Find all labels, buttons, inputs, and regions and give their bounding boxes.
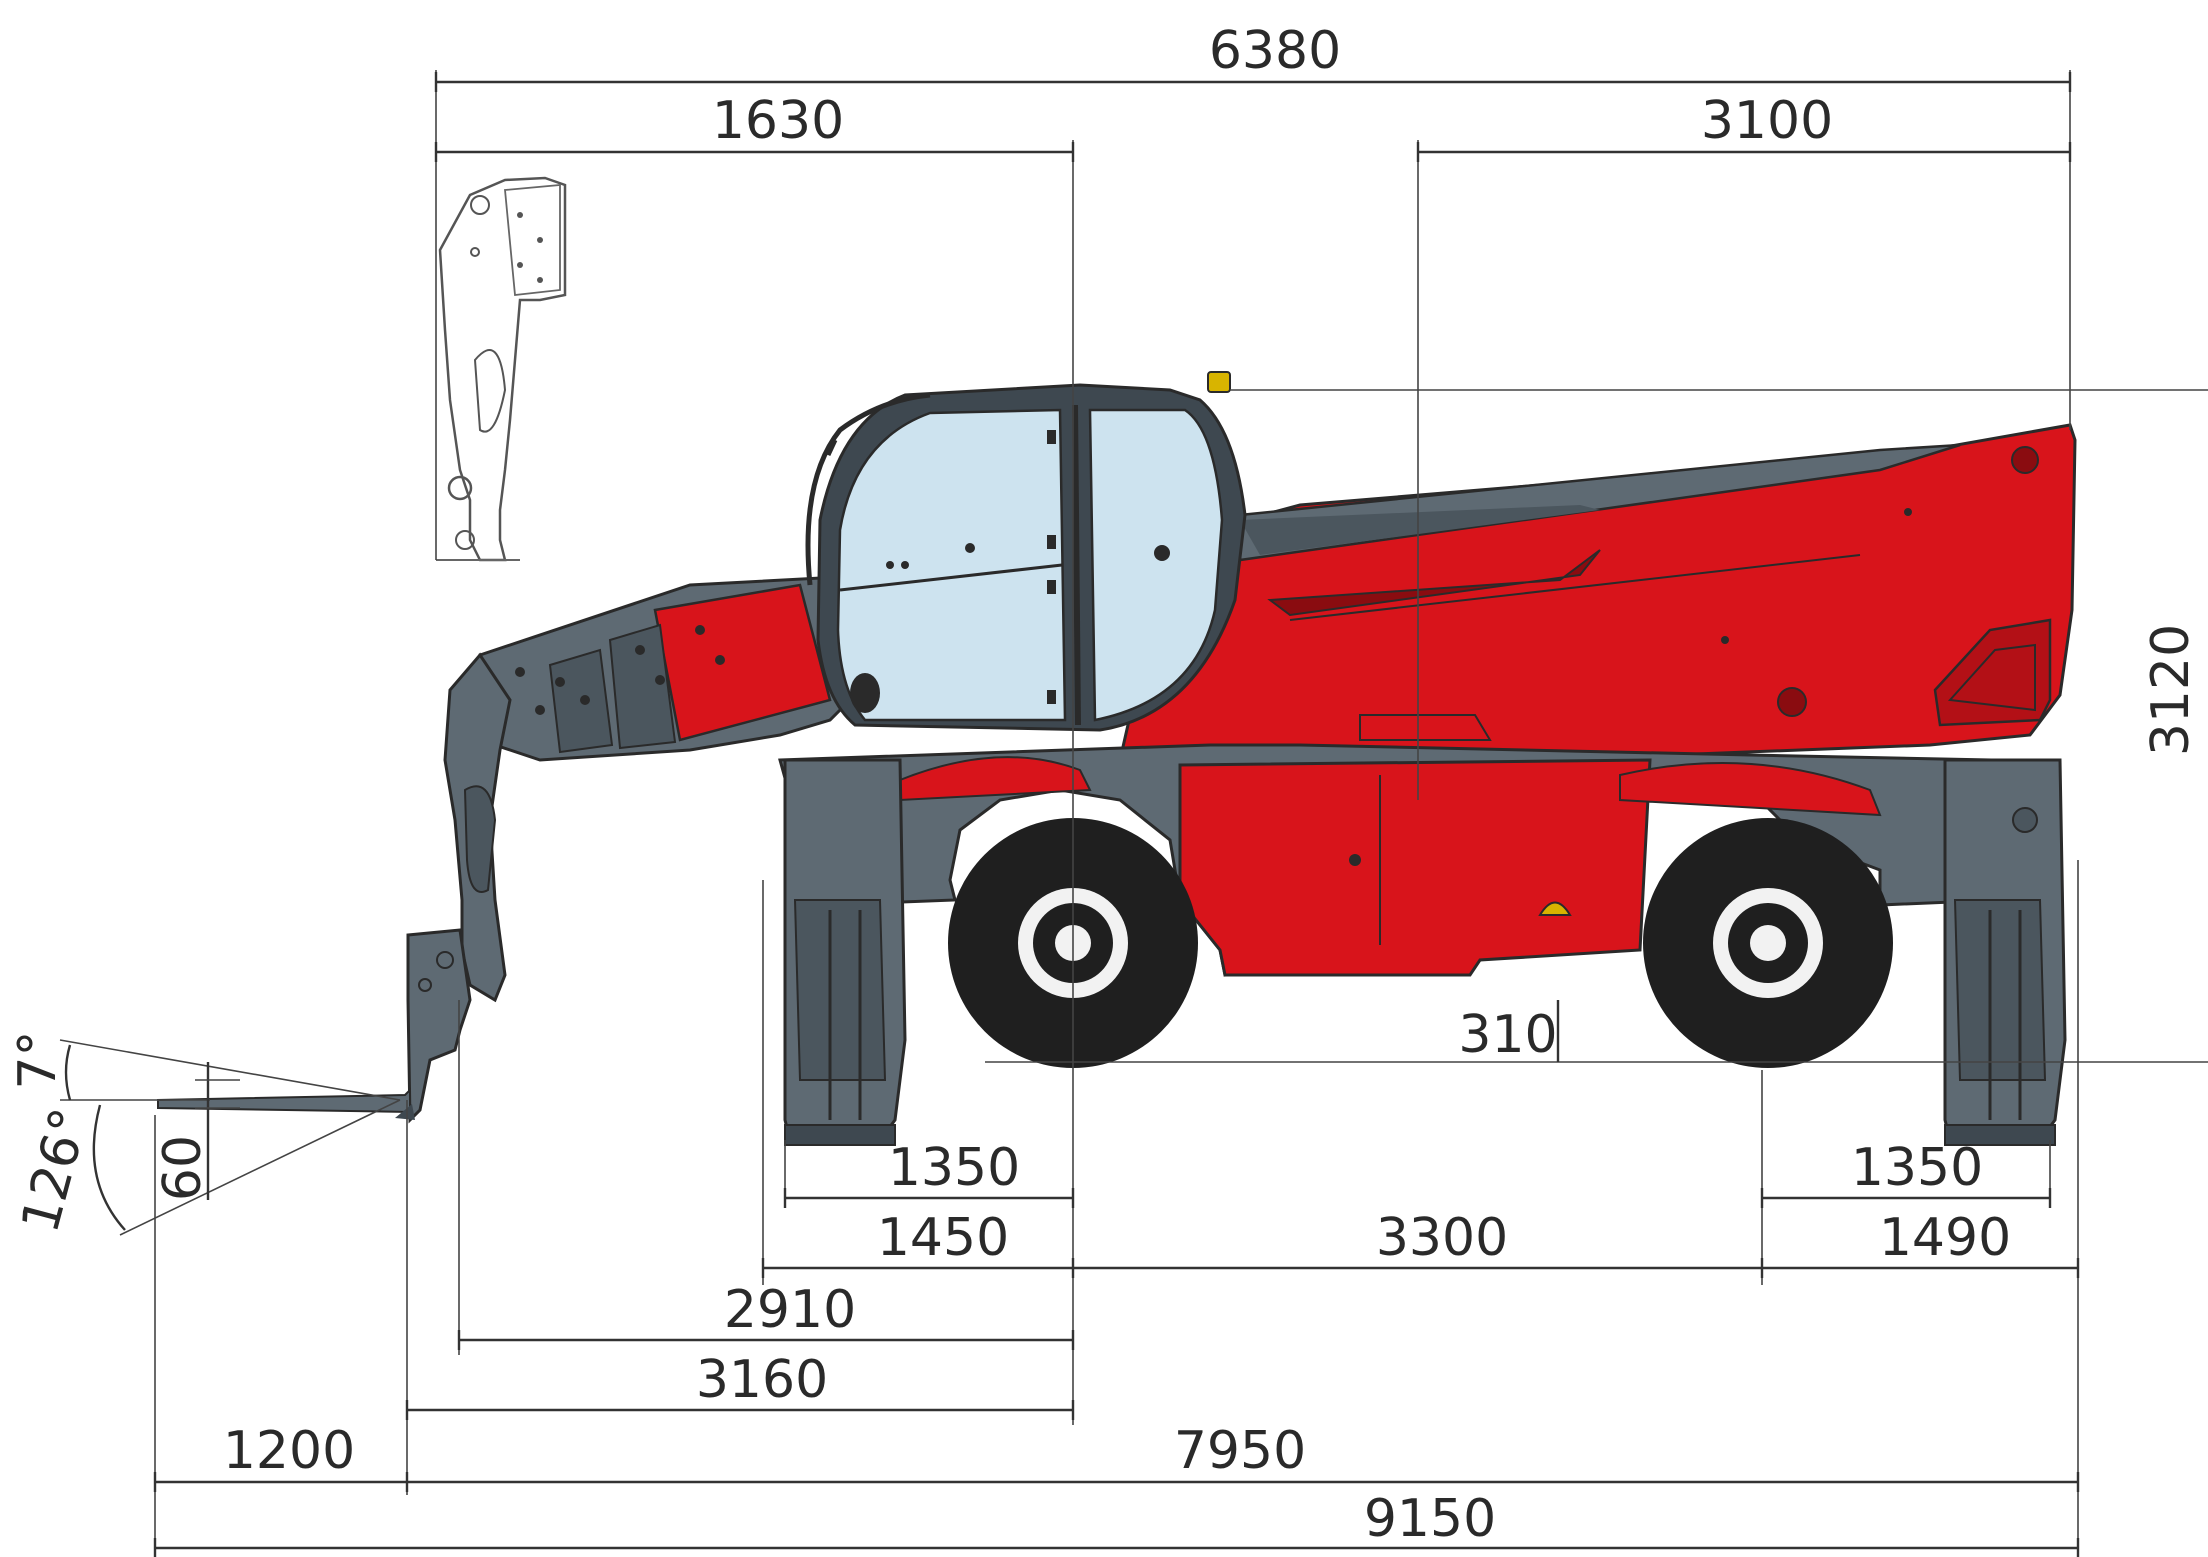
dim-3160: 3160 [696, 1350, 828, 1410]
dim-2910: 2910 [724, 1280, 856, 1340]
dim-1350-rear: 1350 [1851, 1138, 1983, 1198]
angle-7: 7° [8, 1030, 68, 1089]
rear-stabiliser [1943, 758, 2067, 1146]
telescopic-boom [443, 576, 862, 1003]
machine-illustration [157, 176, 2077, 1146]
dim-60: 60 [153, 1135, 213, 1201]
front-stabiliser [783, 758, 907, 1146]
dim-6380: 6380 [1209, 21, 1341, 81]
dim-310: 310 [1458, 1005, 1557, 1065]
rear-wheel [1643, 818, 1893, 1068]
dim-9150: 9150 [1364, 1489, 1496, 1549]
dim-1200: 1200 [223, 1421, 355, 1481]
operator-cab [805, 371, 1247, 732]
dim-3120: 3120 [2141, 624, 2201, 756]
dim-3300: 3300 [1376, 1208, 1508, 1268]
dim-1450: 1450 [877, 1208, 1009, 1268]
dim-1630: 1630 [712, 91, 844, 151]
dim-3100: 3100 [1701, 91, 1833, 151]
angle-126: 126° [10, 1102, 100, 1239]
dim-7950: 7950 [1174, 1421, 1306, 1481]
rear-body-housing [1118, 423, 2077, 767]
carriage-detail-inset [436, 176, 567, 562]
dimension-lines [59, 70, 2208, 1557]
fork-carriage [157, 928, 472, 1124]
dim-1350-front: 1350 [888, 1138, 1020, 1198]
dim-1490: 1490 [1879, 1208, 2011, 1268]
